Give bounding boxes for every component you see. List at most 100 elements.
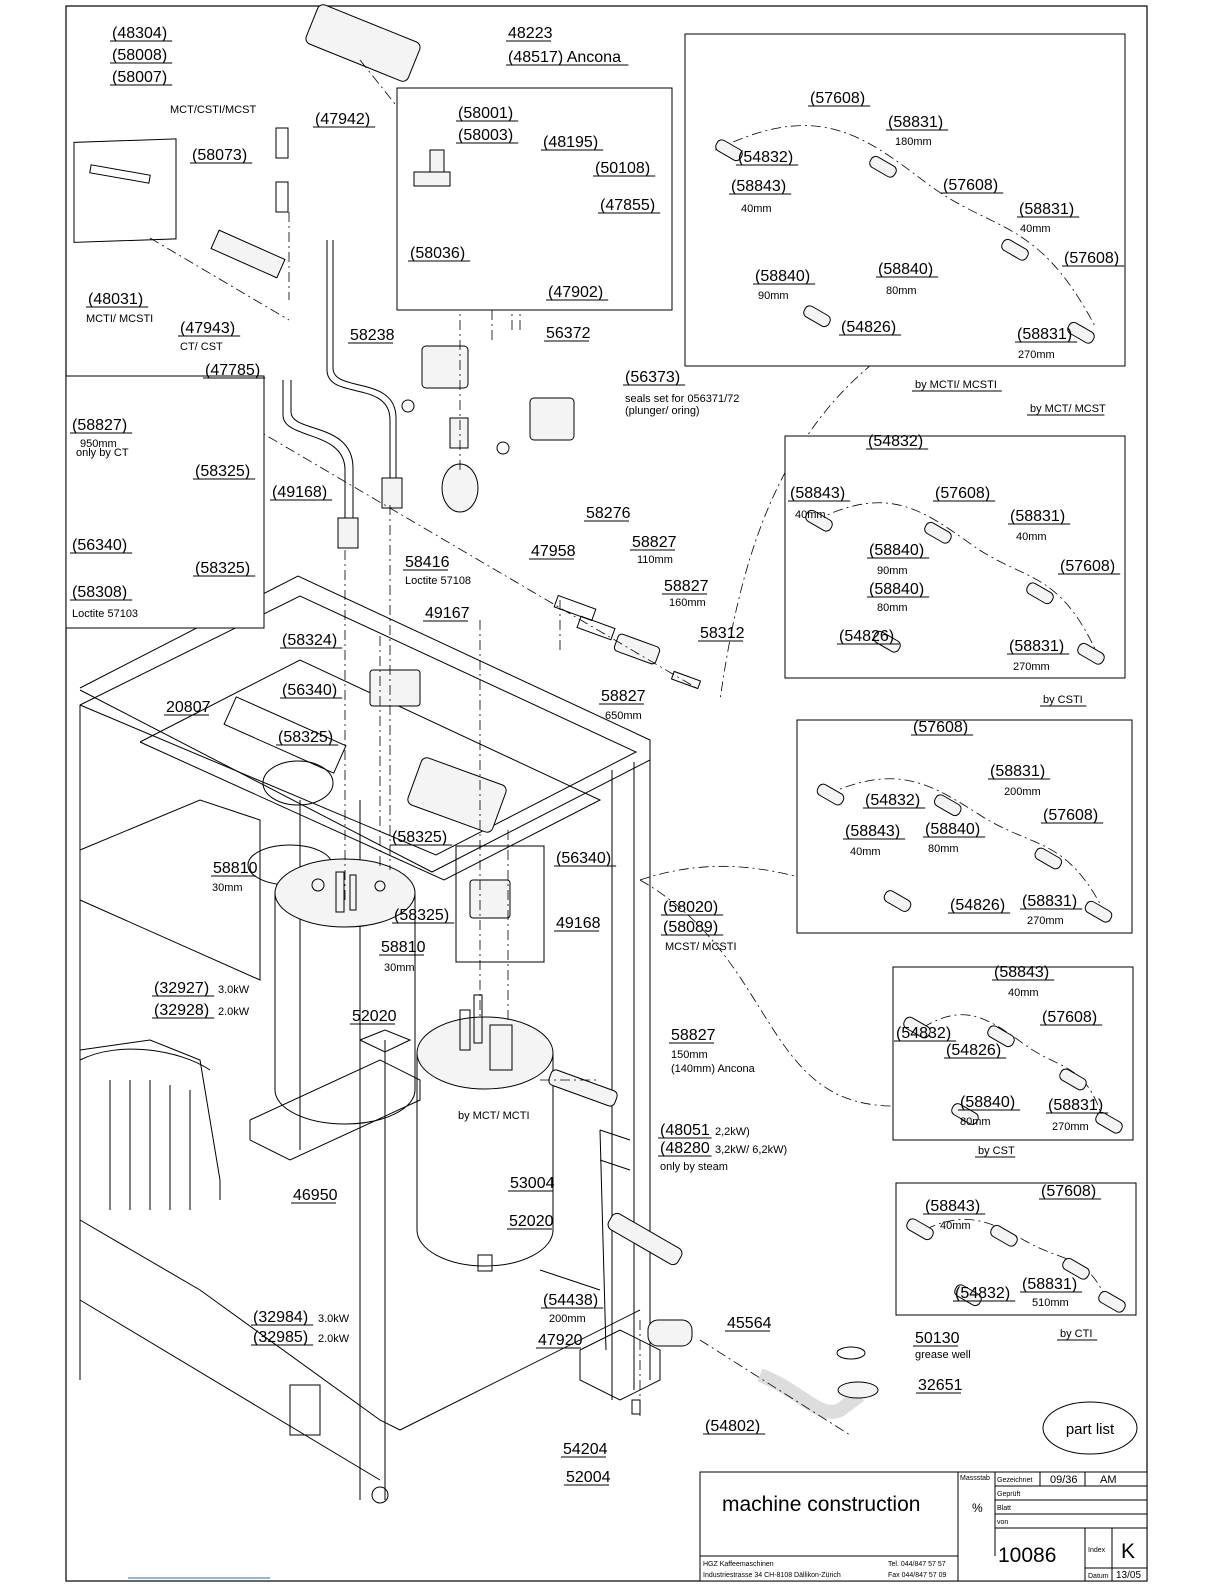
hose-part-label: 40mm [1008,987,1039,999]
valve-assembly [369,345,879,1419]
callout-label: 30mm [212,882,243,894]
scale-label: Massstab [960,1475,990,1482]
hose-fitting [924,521,952,544]
callout-label: (48031) [88,291,143,308]
callout-label: by MCT/ MCTI [458,1110,530,1122]
callout-labels: (48304)(58008)(58007)MCT/CSTI/MCST(58073… [70,25,971,1486]
hose-fitting [873,630,901,653]
sheet-label: Blatt [997,1505,1011,1512]
callout-label: grease well [915,1349,971,1361]
hose-part-label: (57608) [810,90,865,107]
callout-label: 58827 [664,578,709,595]
callout-label: 50130 [915,1330,960,1347]
callout-label: (47943) [180,320,235,337]
callout-label: (58325) [392,829,447,846]
callout-label: (58325) [195,560,250,577]
callout-label: (56373) [625,369,680,386]
callout-label: (58324) [282,632,337,649]
callout-label: 52020 [509,1213,554,1230]
callout-label: MCST/ MCSTI [665,941,737,953]
hose-fitting [869,155,897,178]
hose-panel-caption: by MCTI/ MCSTI [915,379,997,391]
hose-variant-panels: by MCTI/ MCSTI (57608) (58831) 180mm (54832)… [684,33,1137,1341]
hose-part-label: (57608) [1042,1009,1097,1026]
drawing-title: machine construction [722,1493,920,1516]
hose-part-label: 40mm [940,1220,971,1232]
callout-label: MCTI/ MCSTI [86,313,153,325]
callout-label: 58827 [671,1027,716,1044]
hose-part-label: (58840) [755,268,810,285]
callout-label: (47785) [205,362,260,379]
hose-fitting [816,783,845,806]
drawn-label: Gezeichnet [997,1477,1032,1484]
hose-part-label: 40mm [1020,223,1051,235]
hose-part-label: (54832) [896,1025,951,1042]
callout-label: 45564 [727,1315,772,1332]
hose-line [826,778,1103,908]
hose-fitting [987,1025,1015,1048]
hose-part-label: (58843) [731,178,786,195]
machine-chassis [79,575,661,1504]
inset-box-48223 [396,87,673,311]
callout-label: 53004 [510,1175,555,1192]
callout-label: 32651 [918,1377,963,1394]
callout-label: 2.0kW [318,1333,350,1345]
scale-value: % [972,1501,983,1515]
callout-label: 110mm [637,554,673,566]
hose-panel-caption: by MCT/ MCST [1030,403,1106,415]
hose-part-label: (54832) [868,433,923,450]
callout-label: 200mm [549,1313,586,1325]
callout-label: (32927) [154,980,209,997]
callout-label: (58073) [192,147,247,164]
drawing-border [65,5,1148,1582]
callout-label: (58020) [663,899,718,916]
hose-part-label: 270mm [1052,1121,1089,1133]
callout-label: 2,2kW) [715,1126,750,1138]
inset-box-ct [65,375,265,629]
hose-part-label: (57608) [1041,1183,1096,1200]
callout-label: 150mm [671,1049,708,1061]
callout-label: (32985) [253,1329,308,1346]
company-tel: Tel. 044/847 57 57 [888,1561,946,1568]
hose-panel-frame [796,719,1133,934]
hose-part-label: (58831) [1019,201,1074,218]
callout-label: 58416 [405,554,450,571]
hose-part-label: 270mm [1027,915,1064,927]
callout-label: (48280 [660,1140,710,1157]
callout-label: (58089) [663,919,718,936]
callout-label: (47902) [548,284,603,301]
callout-label: Loctite 57108 [405,575,471,587]
part-list-button[interactable]: part list [1042,1401,1138,1455]
hose-part-label: (58831) [990,763,1045,780]
hose-part-label: 180mm [895,136,932,148]
hose-panel-frame [684,33,1126,367]
hose-part-label: (54832) [865,792,920,809]
hose-part-label: (58840) [869,581,924,598]
callout-label: (58325) [195,463,250,480]
callout-label: (58325) [394,907,449,924]
callout-label: (47855) [600,197,655,214]
hose-part-label: (54826) [839,628,894,645]
callout-label: 49168 [556,915,601,932]
pipes [89,4,702,690]
company-name: HGZ Kaffeemaschinen [703,1561,774,1568]
date-value: 13/05 [1116,1570,1141,1581]
hose-part-label: (58831) [888,114,943,131]
callout-label: 58312 [700,625,745,642]
callout-label: 3,2kW/ 6,2kW) [715,1144,787,1156]
callout-label: 54204 [563,1441,608,1458]
hose-fitting [1098,1290,1126,1313]
company-address: Industriestrasse 34 CH-8108 Dällikon-Zür… [703,1572,841,1579]
callout-label: (48051 [660,1122,710,1139]
hose-part-label: (57608) [943,177,998,194]
hose-fitting [715,139,743,162]
hose-fitting [1084,900,1113,923]
callout-label: (58007) [112,69,167,86]
hose-fitting [1095,1111,1123,1134]
index-label: Index [1088,1547,1106,1554]
callout-label: MCT/CSTI/MCST [170,104,256,116]
drawn-by: AM [1100,1474,1117,1486]
callout-label: 3.0kW [318,1313,350,1325]
callout-label: (58001) [458,105,513,122]
callout-label: 58238 [350,327,395,344]
